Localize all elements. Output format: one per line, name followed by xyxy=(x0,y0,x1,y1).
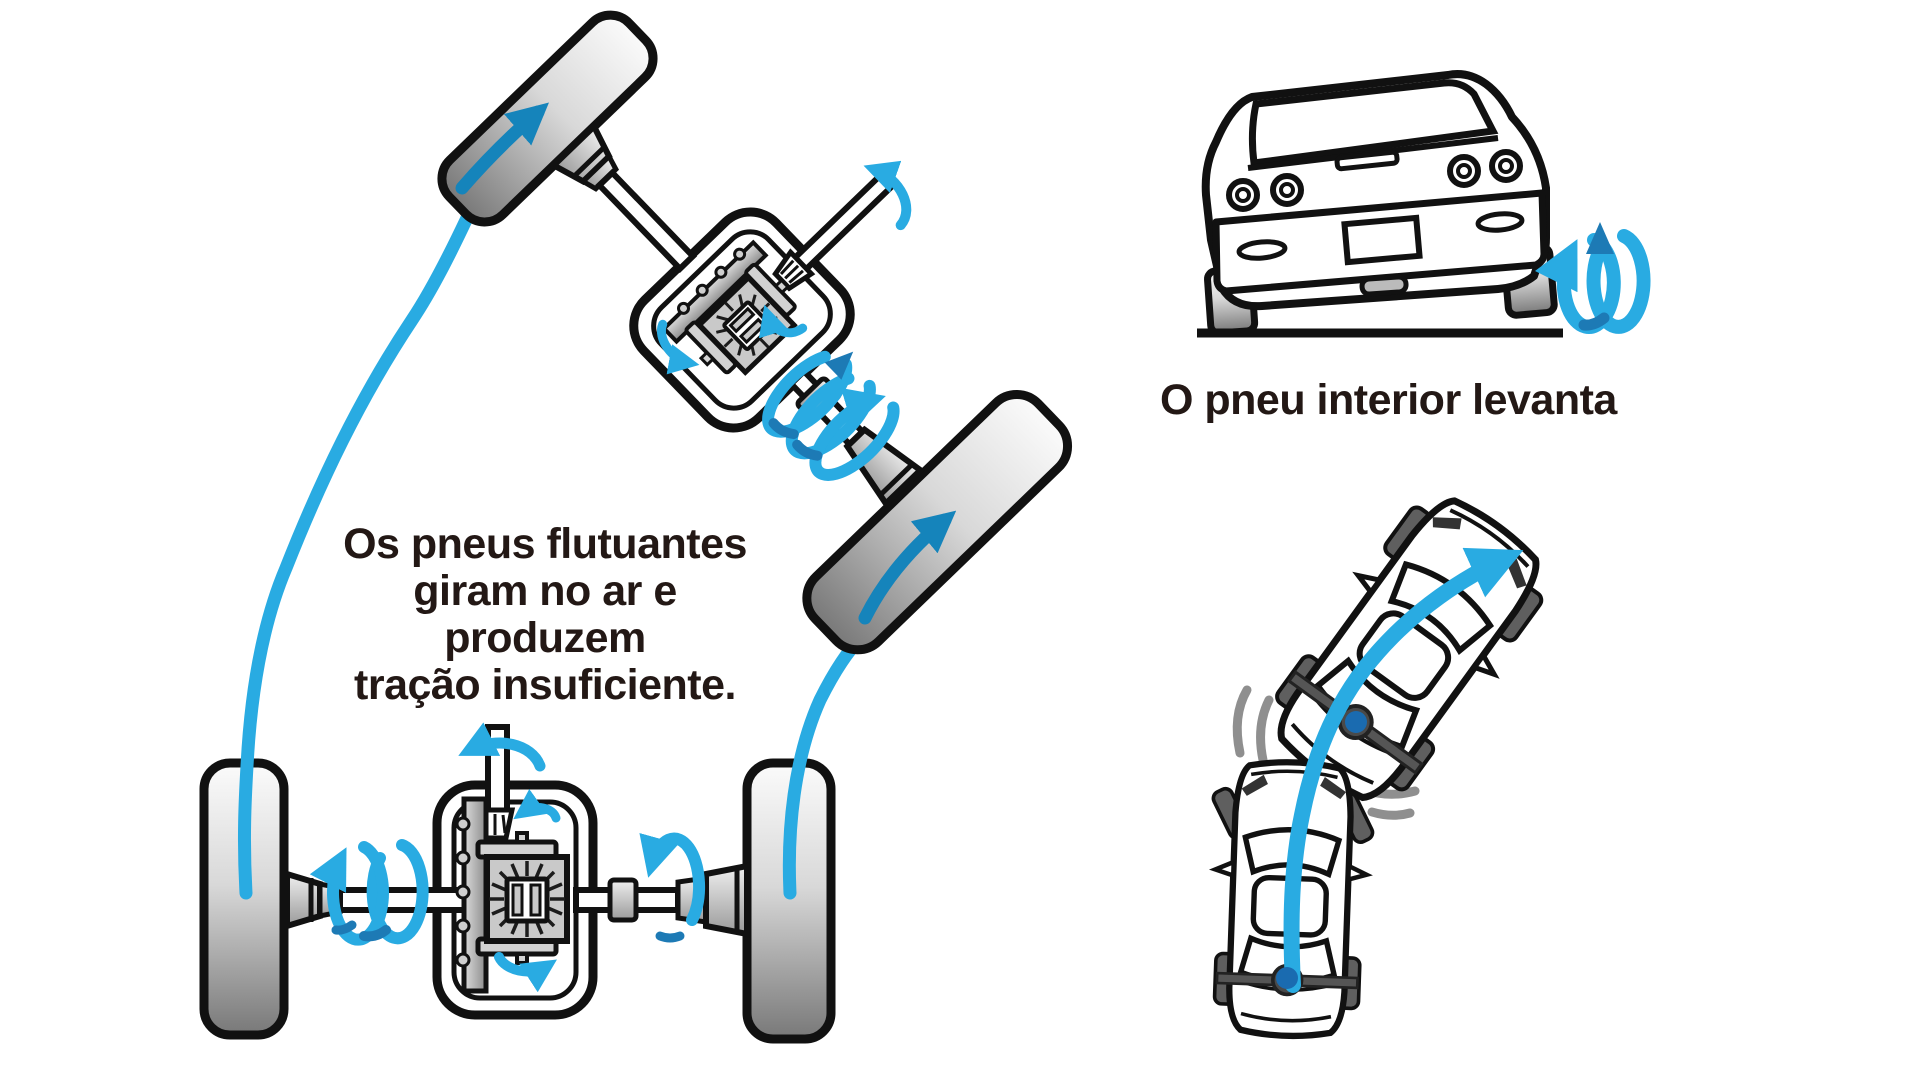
inner-tire-caption: O pneu interior levanta xyxy=(1160,376,1617,424)
upper-tire-arrow xyxy=(455,102,549,195)
rear-window xyxy=(1248,79,1499,167)
pivot-dot-rear xyxy=(1276,967,1298,989)
floating-tires-caption: Os pneus flutuantes giram no ar e produz… xyxy=(315,521,775,709)
right-trajectory-arc xyxy=(782,631,867,900)
lower-tire-arrow xyxy=(858,510,957,625)
car-countersteering xyxy=(1203,759,1375,1038)
caption-line: Os pneus flutuantes xyxy=(343,520,747,568)
caption-line: giram no ar e produzem xyxy=(413,567,677,662)
muffler xyxy=(1359,274,1409,297)
tail-lights xyxy=(1226,149,1523,212)
wheel-spin-spiral-icon xyxy=(1534,222,1651,334)
ring-gear xyxy=(455,796,489,994)
trajectory-arrow xyxy=(1283,547,1524,993)
pivot-dot-front xyxy=(1345,711,1367,733)
left-trajectory-arc xyxy=(237,211,474,900)
cars-top-view xyxy=(1203,477,1566,1039)
driveshaft xyxy=(772,167,900,292)
rotation-arrows xyxy=(309,722,706,993)
level-axle-diagram xyxy=(199,722,836,1044)
left-axle-shaft xyxy=(548,121,698,273)
caption-line: tração insuficiente. xyxy=(354,661,736,709)
differential-gears xyxy=(684,262,798,376)
differential-gears xyxy=(475,831,570,965)
tire-spin-arrows xyxy=(455,102,957,625)
right-axle-shaft xyxy=(573,862,750,938)
tilted-axle-diagram xyxy=(437,10,1073,655)
car-rear-view xyxy=(1197,70,1651,338)
license-plate xyxy=(1341,214,1423,266)
ring-gear xyxy=(661,239,769,345)
trajectory-arcs xyxy=(237,211,867,900)
rotation-arrows xyxy=(656,160,912,481)
